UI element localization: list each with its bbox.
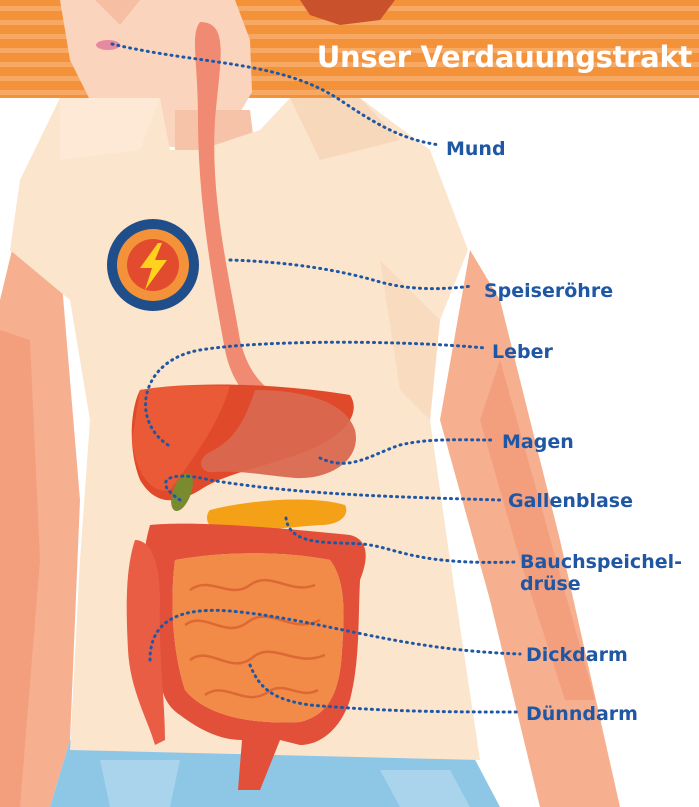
label-duenndarm: Dünndarm [526,703,638,725]
label-bauchspeicheldruese-line2: drüse [520,573,699,595]
label-bauchspeicheldruese-line1: Bauchspeichel- [520,551,699,573]
page-title: Unser Verdauungstrakt [300,34,692,80]
label-speiseroehre: Speiseröhre [484,280,613,302]
label-dickdarm: Dickdarm [526,644,628,666]
label-gallenblase: Gallenblase [508,490,633,512]
lips [96,40,120,50]
label-leber: Leber [492,341,553,363]
lightning-bolt-icon [107,219,199,311]
label-magen: Magen [502,431,574,453]
label-mund: Mund [446,138,506,160]
label-bauchspeicheldruese: Bauchspeichel- drüse [520,551,699,595]
